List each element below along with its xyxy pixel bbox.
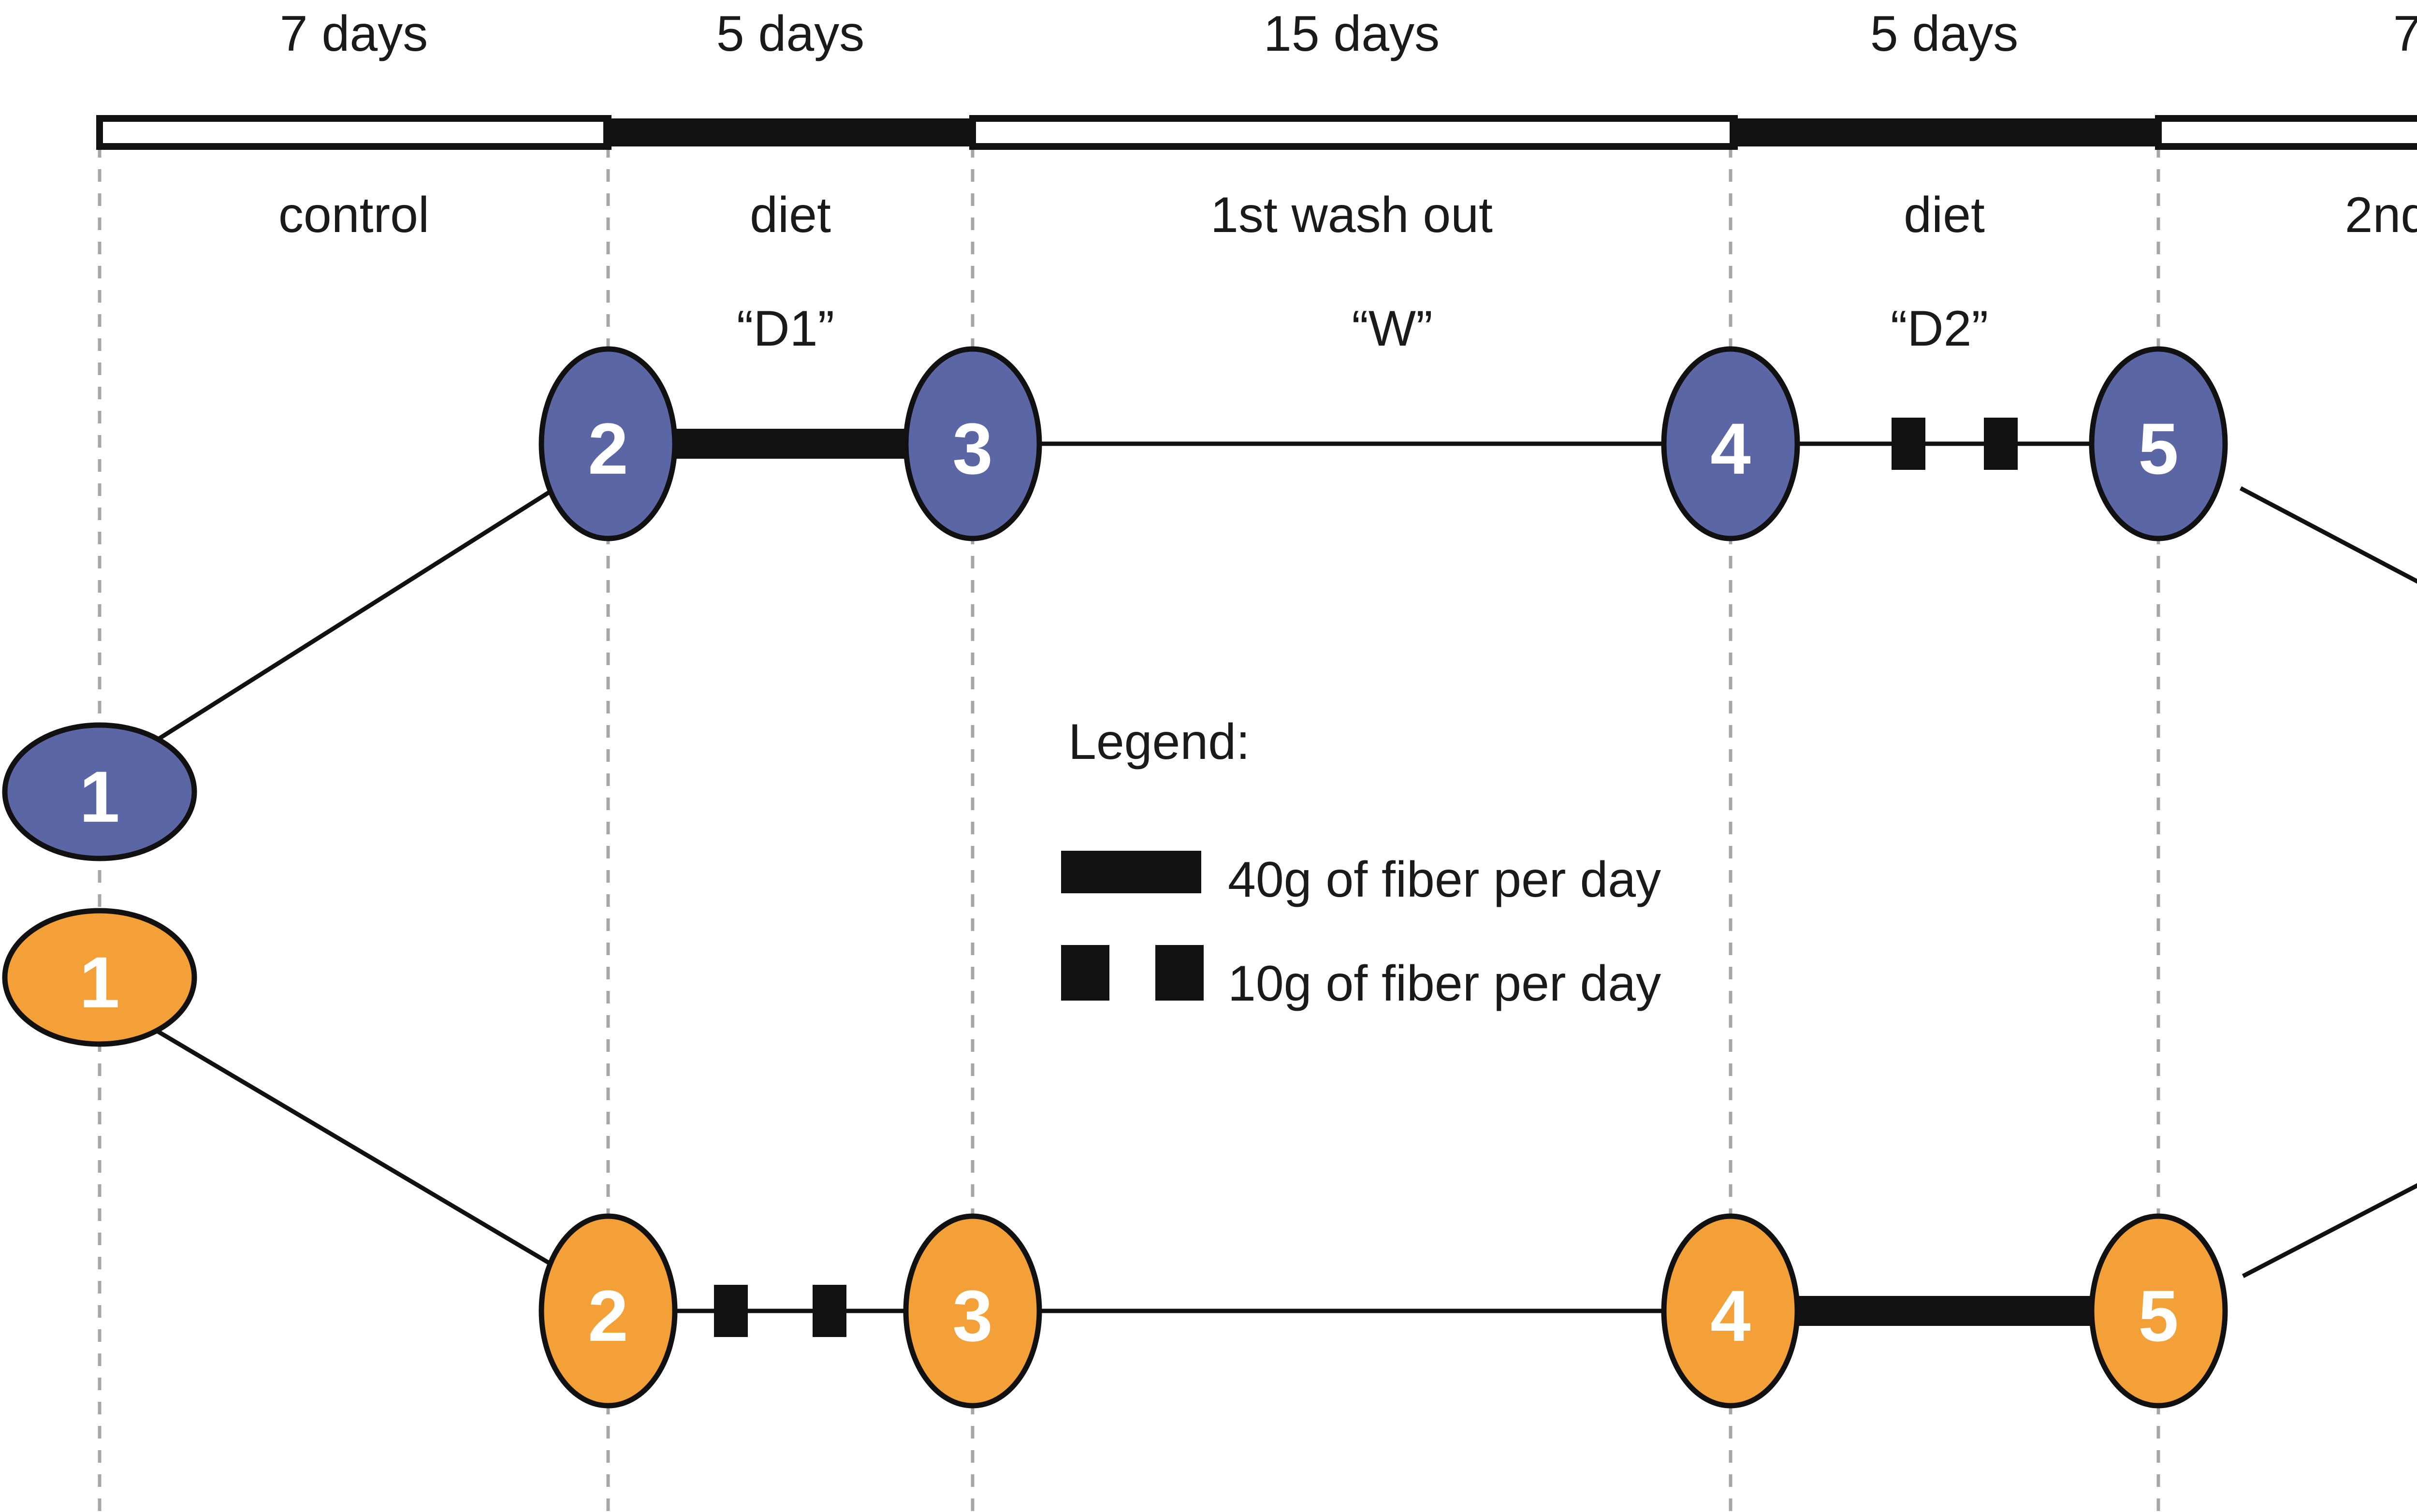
duration-label-3: 5 days [1870,6,2018,62]
legend-label-1: 10g of fiber per day [1228,956,1661,1012]
bar-segment-washout-1 [969,115,1738,150]
phase-label-washout-2: 2nd wash out [2345,187,2417,243]
arm-b-link-1-2 [153,1028,565,1273]
arm-b-link-2-3-block-1 [714,1285,748,1337]
phase-label-washout-1: 1st wash out [1210,187,1493,243]
bar-segment-control [96,115,612,150]
arm-b-nodes: 1 2 3 4 5 6 [2,908,2228,1409]
phase-code-w: “W” [1352,301,1432,357]
arm-b-link-2-3-block-2 [813,1285,846,1337]
arm-b-node-1[interactable]: 1 [2,908,197,1047]
phase-code-d1: “D1” [737,301,834,357]
arm-a-node-4[interactable]: 4 [1661,346,1800,541]
arm-a-link-4-5-block-2 [1984,418,2018,470]
bar-segment-diet-2 [1730,118,2162,146]
arm-b-node-2-shape[interactable] [539,1213,678,1409]
arm-b-node-4-shape[interactable] [1661,1213,1800,1409]
arm-b-link-5-6 [2242,1183,2417,1278]
legend-label-0: 40g of fiber per day [1228,852,1661,908]
phase-codes: “D1” “W” “D2” [737,301,1988,357]
arm-a-node-2-label: 2 [588,408,628,489]
arm-a-link-4-5-block-1 [1892,418,1925,470]
arm-a-node-1[interactable]: 1 [2,722,197,861]
arm-a-node-4-label: 4 [1710,408,1750,489]
arm-b-node-5-label: 5 [2138,1275,2178,1356]
timeline-bar [96,115,2417,150]
arm-b-node-3-label: 3 [952,1275,992,1356]
arm-b-node-5-shape[interactable] [2089,1213,2228,1409]
arm-a-node-5[interactable]: 5 [2089,346,2228,541]
legend-swatch-solid-bar-icon [1061,851,1201,893]
arm-a-node-1-label: 1 [79,756,119,837]
bar-segment-washout-2 [2155,115,2417,150]
duration-label-1: 5 days [716,6,864,62]
phase-code-d2: “D2” [1891,301,1988,357]
phase-label-diet-1: diet [750,187,831,243]
arm-a-links [148,418,2417,746]
legend-swatch-dashed-bar-icon-part-2 [1155,945,1204,1001]
arm-a-node-3-label: 3 [952,408,992,489]
arm-a-node-2[interactable]: 2 [539,346,678,541]
duration-label-4: 7 days [2393,6,2417,62]
arm-a-node-5-shape[interactable] [2089,346,2228,541]
arm-a-link-5-6 [2239,486,2417,584]
arm-b-node-4[interactable]: 4 [1661,1213,1800,1409]
phase-labels: control diet 1st wash out diet 2nd wash … [278,187,2417,243]
arm-b-node-2-label: 2 [588,1275,628,1356]
arm-a-link-1-2 [148,481,565,746]
arm-b-node-3[interactable]: 3 [903,1213,1042,1409]
legend: Legend: 40g of fiber per day 10g of fibe… [1061,714,1661,1012]
arm-b-node-1-label: 1 [79,942,119,1023]
arm-b-node-5[interactable]: 5 [2089,1213,2228,1409]
arm-b-node-1-shape[interactable] [2,908,197,1047]
arm-a-node-1-shape[interactable] [2,722,197,861]
arm-b-links [153,1028,2417,1337]
bar-segment-diet-1 [603,118,977,146]
legend-swatch-dashed-bar-icon-part-1 [1061,945,1109,1001]
legend-title: Legend: [1068,714,1250,770]
arm-a-node-5-label: 5 [2138,408,2178,489]
duration-label-0: 7 days [280,6,428,62]
duration-labels: 7 days 5 days 15 days 5 days 7 days [280,6,2417,62]
arm-a-node-4-shape[interactable] [1661,346,1800,541]
arm-a-node-3-shape[interactable] [903,346,1042,541]
phase-label-diet-2: diet [1904,187,1985,243]
arm-a-node-3[interactable]: 3 [903,346,1042,541]
arm-a-node-2-shape[interactable] [539,346,678,541]
arm-a-nodes: 1 2 3 4 5 6 [2,346,2228,861]
arm-b-node-2[interactable]: 2 [539,1213,678,1409]
phase-label-control: control [278,187,429,243]
arm-b-node-4-label: 4 [1710,1275,1750,1356]
duration-label-2: 15 days [1264,6,1440,62]
arm-b-node-3-shape[interactable] [903,1213,1042,1409]
